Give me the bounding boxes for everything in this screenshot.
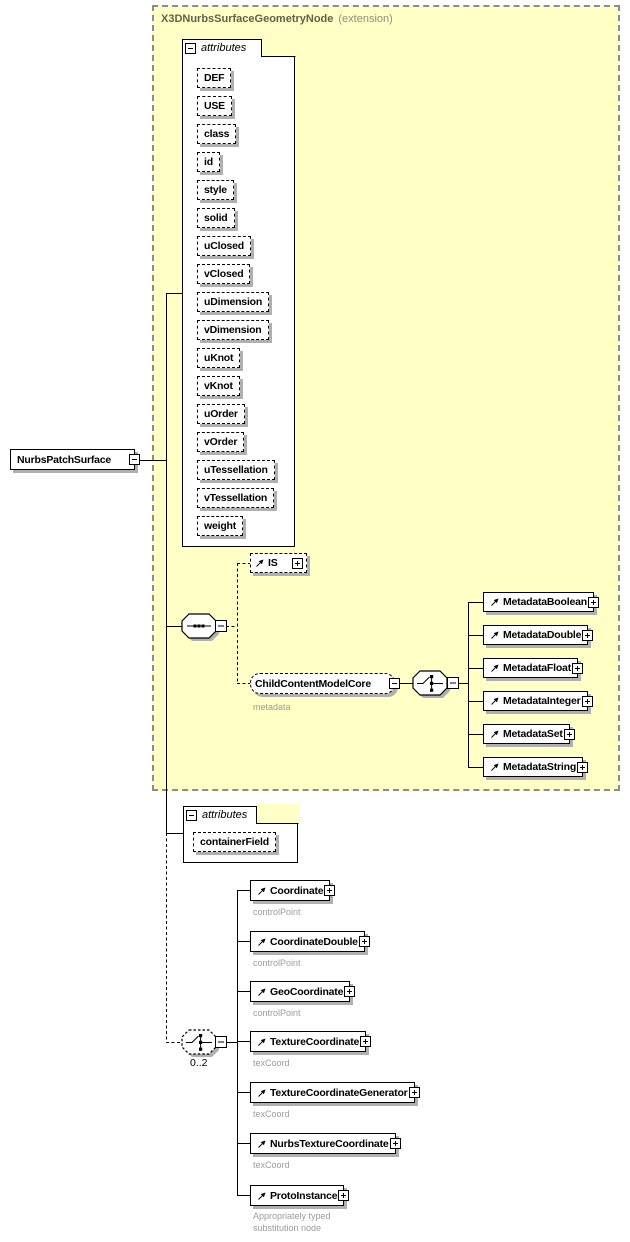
attribute-containerfield[interactable]: containerField	[193, 832, 276, 852]
expand-icon[interactable]	[292, 557, 303, 569]
occurrence-label: 0..2	[190, 1057, 208, 1069]
element-texturecoordinategenerator[interactable]: TextureCoordinateGenerator	[250, 1082, 420, 1103]
reference-arrow-icon	[491, 598, 499, 606]
attributes-group-2-tab: attributes	[186, 809, 247, 821]
attribute-solid[interactable]: solid	[197, 208, 235, 228]
expand-icon[interactable]	[581, 695, 593, 707]
element-metadataset[interactable]: MetadataSet	[483, 724, 575, 744]
reference-arrow-icon	[491, 763, 499, 771]
attribute-vtessellation[interactable]: vTessellation	[197, 488, 275, 508]
element-metadatastring[interactable]: MetadataString	[483, 757, 589, 777]
collapse-icon[interactable]	[389, 678, 400, 689]
attribute-vclosed[interactable]: vClosed	[197, 264, 251, 284]
expand-icon[interactable]	[563, 728, 575, 740]
content-choice-connector	[181, 1029, 227, 1057]
attribute-uknot[interactable]: uKnot	[197, 348, 241, 368]
element-nurbspatchsurface[interactable]: NurbsPatchSurface	[10, 449, 140, 470]
element-coordinatedouble[interactable]: CoordinateDouble	[250, 931, 370, 952]
derivation-kind: (extension)	[338, 13, 393, 25]
element-coordinate[interactable]: Coordinate	[250, 880, 336, 901]
reference-arrow-icon	[258, 1038, 266, 1046]
reference-arrow-icon	[258, 1192, 266, 1200]
expand-icon[interactable]	[572, 662, 583, 674]
reference-arrow-icon	[491, 631, 499, 639]
expand-icon[interactable]	[324, 885, 336, 896]
content-choice-collapse-icon[interactable]	[215, 1036, 227, 1048]
expand-icon[interactable]	[344, 986, 356, 997]
element-is[interactable]: IS	[250, 553, 307, 573]
attribute-udimension[interactable]: uDimension	[197, 292, 270, 312]
reference-arrow-icon	[491, 730, 499, 738]
attributes-collapse-icon[interactable]	[186, 809, 197, 821]
reference-arrow-icon	[258, 887, 266, 895]
expand-icon[interactable]	[360, 1036, 372, 1047]
annotation-texcoord: texCoord	[253, 1160, 290, 1170]
expand-icon[interactable]	[389, 1138, 401, 1149]
attribute-def[interactable]: DEF	[197, 68, 232, 88]
attributes-collapse-icon[interactable]	[185, 42, 196, 54]
reference-arrow-icon	[491, 664, 499, 672]
expand-icon[interactable]	[587, 596, 599, 608]
attribute-uclosed[interactable]: uClosed	[197, 236, 252, 256]
expand-icon[interactable]	[577, 761, 589, 773]
element-metadatainteger[interactable]: MetadataInteger	[483, 691, 593, 711]
reference-arrow-icon	[256, 559, 264, 567]
expand-icon[interactable]	[358, 936, 370, 947]
annotation-controlpoint: controlPoint	[253, 1008, 301, 1018]
element-texturecoordinate[interactable]: TextureCoordinate	[250, 1031, 372, 1052]
attribute-vorder[interactable]: vOrder	[197, 432, 245, 452]
attributes-label: attributes	[202, 809, 248, 821]
annotation-controlpoint: controlPoint	[253, 907, 301, 917]
annotation-metadata: metadata	[253, 702, 291, 712]
attributes-group-1-notch	[262, 37, 297, 56]
annotation-texcoord: texCoord	[253, 1058, 290, 1068]
element-protoinstance[interactable]: ProtoInstance	[250, 1185, 350, 1206]
attributes-group-2-notch	[257, 804, 300, 823]
reference-arrow-icon	[491, 697, 499, 705]
extension-frame-title: X3DNurbsSurfaceGeometryNode (extension)	[161, 13, 393, 25]
attribute-vknot[interactable]: vKnot	[197, 376, 240, 396]
attributes-group-1-tab: attributes	[185, 42, 246, 54]
expand-icon[interactable]	[408, 1087, 420, 1098]
element-nurbstexturecoordinate[interactable]: NurbsTextureCoordinate	[250, 1133, 401, 1154]
attribute-style[interactable]: style	[197, 180, 234, 200]
base-type-name: X3DNurbsSurfaceGeometryNode	[161, 13, 334, 25]
attribute-class[interactable]: class	[197, 124, 237, 144]
attribute-uorder[interactable]: uOrder	[197, 404, 245, 424]
attributes-label: attributes	[201, 42, 247, 54]
annotation-substitution: Appropriately typed substitution node	[253, 1211, 331, 1233]
element-geocoordinate[interactable]: GeoCoordinate	[250, 981, 356, 1002]
attribute-id[interactable]: id	[197, 152, 220, 172]
attribute-weight[interactable]: weight	[197, 516, 244, 536]
element-childcontentmodelcore[interactable]: ChildContentModelCore	[250, 673, 400, 694]
element-metadatafloat[interactable]: MetadataFloat	[483, 658, 583, 678]
attribute-utessellation[interactable]: uTessellation	[197, 460, 275, 480]
reference-arrow-icon	[258, 938, 266, 946]
reference-arrow-icon	[258, 1089, 266, 1097]
collapse-icon[interactable]	[129, 454, 140, 465]
reference-arrow-icon	[258, 1140, 266, 1148]
reference-arrow-icon	[258, 988, 266, 996]
element-metadatadouble[interactable]: MetadataDouble	[483, 625, 594, 645]
element-metadataboolean[interactable]: MetadataBoolean	[483, 592, 599, 612]
expand-icon[interactable]	[582, 629, 594, 641]
annotation-controlpoint: controlPoint	[253, 958, 301, 968]
annotation-texcoord: texCoord	[253, 1109, 290, 1119]
attribute-vdimension[interactable]: vDimension	[197, 320, 269, 340]
attribute-use[interactable]: USE	[197, 96, 232, 116]
expand-icon[interactable]	[338, 1190, 350, 1201]
element-label: NurbsPatchSurface	[17, 453, 112, 466]
